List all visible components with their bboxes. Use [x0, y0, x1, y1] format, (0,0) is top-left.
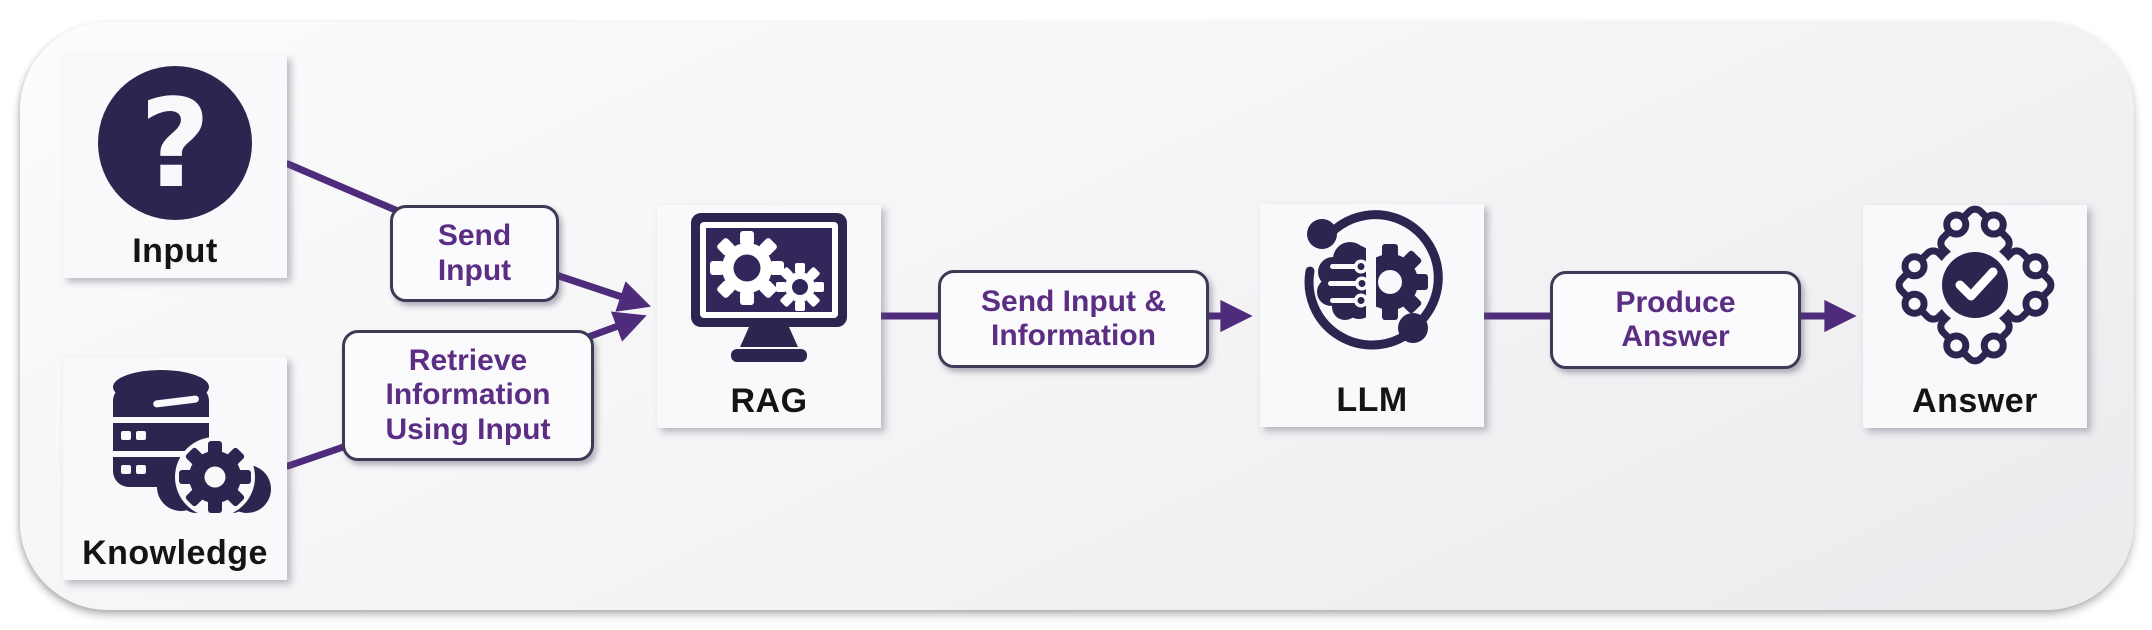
- edge-label-line: Retrieve: [408, 344, 528, 378]
- node-label-llm: LLM: [1336, 381, 1408, 419]
- edge-label-line: Send Input &: [981, 284, 1166, 318]
- svg-text:?: ?: [140, 73, 211, 215]
- node-rag: RAG: [657, 205, 881, 428]
- database-gear-icon: [113, 370, 271, 517]
- edge-label-send-input-information: Send Input & Information: [938, 270, 1209, 368]
- node-label-answer: Answer: [1912, 382, 2038, 420]
- edge-label-line: Send: [437, 219, 512, 253]
- edge-label-line: Produce: [1615, 285, 1736, 319]
- node-llm: LLM: [1260, 204, 1484, 427]
- edge-label-line: Information: [991, 319, 1156, 352]
- node-answer: Answer: [1863, 205, 2087, 428]
- edge-label-line: Input: [437, 253, 512, 287]
- edge-label-line: Using Input: [385, 412, 551, 446]
- question-icon: ?: [98, 66, 252, 220]
- edge-label-line: Information: [385, 378, 551, 412]
- node-label-input: Input: [132, 232, 218, 270]
- brain-gear-icon: [1304, 210, 1443, 350]
- edge-label-retrieve-information: Retrieve Information Using Input: [342, 330, 594, 461]
- edge-label-send-input: Send Input: [390, 205, 559, 302]
- node-input: ? Input: [63, 55, 287, 278]
- node-label-knowledge: Knowledge: [82, 534, 268, 572]
- puzzle-check-icon: [1895, 205, 2055, 365]
- node-label-rag: RAG: [730, 382, 808, 420]
- monitor-gears-icon: [691, 213, 847, 362]
- node-knowledge: Knowledge: [63, 357, 287, 580]
- edge-label-produce-answer: Produce Answer: [1550, 271, 1801, 369]
- edge-label-line: Answer: [1621, 320, 1730, 353]
